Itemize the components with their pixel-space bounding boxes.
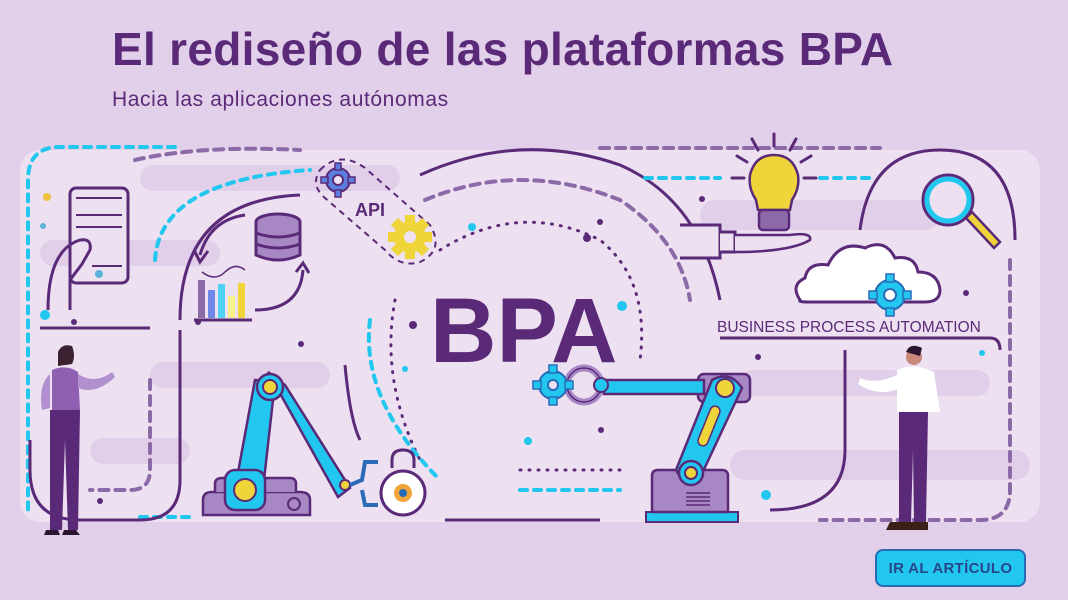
robot-arm-icon xyxy=(532,364,752,523)
page-title: El rediseño de las plataformas BPA xyxy=(112,23,894,75)
gear-icon xyxy=(320,162,356,198)
api-connector: API xyxy=(315,158,437,265)
read-article-button[interactable]: IR AL ARTÍCULO xyxy=(875,549,1026,587)
cloud-icon xyxy=(794,243,942,317)
magnifier-icon xyxy=(921,173,1002,250)
gear-icon xyxy=(868,273,912,317)
person-man xyxy=(858,345,940,530)
robot-arm-icon xyxy=(201,371,378,517)
bpa-caption: BUSINESS PROCESS AUTOMATION xyxy=(717,319,981,336)
lightbulb-icon xyxy=(730,132,818,232)
api-label: API xyxy=(355,200,385,220)
bar-chart-icon xyxy=(194,265,252,322)
gear-icon xyxy=(388,215,432,259)
tablet-icon xyxy=(40,186,130,320)
person-woman xyxy=(41,345,115,535)
page-subtitle: Hacia las aplicaciones autónomas xyxy=(112,88,449,111)
database-icon xyxy=(254,212,302,262)
padlock-icon xyxy=(379,448,427,517)
